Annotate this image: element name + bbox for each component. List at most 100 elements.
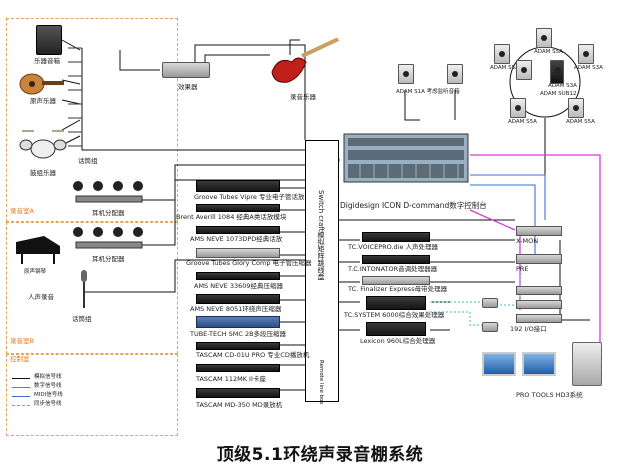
outboard-label-6: AMS NEVE 8051环绕声压缩器 (190, 305, 282, 313)
processor-unit-4 (366, 296, 426, 310)
surround-monitor-inner-left-icon (516, 60, 532, 80)
processor-unit-5 (366, 322, 426, 336)
surround-s4-label: ADAM S3A (548, 83, 577, 89)
outboard-unit-8 (196, 342, 280, 350)
surround-s5-label: ADAM S5A (508, 119, 537, 125)
outboard-unit-1 (196, 180, 280, 192)
drums-label: 鼓组乐器 (30, 169, 56, 177)
legend-midi: MIDI信号线 (34, 392, 63, 398)
io-unit-2 (516, 300, 562, 309)
pre-label: PRE (516, 265, 529, 273)
outboard-label-4: Groove Tubes Glory Comp 电子管压缩器 (186, 259, 312, 267)
processor-unit-3 (362, 276, 430, 285)
processor-label-3: TC. Finalizer Express母带处理器 (348, 285, 448, 293)
console-icon (343, 133, 469, 183)
outboard-label-9: TASCAM 112MK II卡座 (196, 375, 266, 383)
subwoofer-icon (550, 60, 564, 84)
io-label: 192 I/O接口 (510, 325, 547, 333)
mic-array-icon (68, 47, 82, 147)
zone-control-label: 控制室 (10, 355, 30, 363)
drums-icon (19, 130, 67, 159)
xmon-label: X-MON (516, 237, 539, 245)
effects-pedalboard-icon (162, 62, 210, 78)
piano-label: 原声钢琴 (24, 269, 47, 275)
amp-icon (36, 25, 62, 55)
processor-unit-1 (362, 232, 430, 242)
processor-unit-2 (362, 255, 430, 264)
outboard-label-3: AMS NEVE 1073DPD经典话放 (190, 235, 283, 243)
remote-unit-2-icon (482, 322, 498, 332)
headphone-row-1-icon (73, 181, 143, 203)
headphone-row-2-icon (73, 227, 143, 249)
surround-monitor-rear-right-icon (568, 98, 584, 118)
vocal-mic-icon (81, 270, 87, 308)
processor-label-1: TC.VOICEPRO.die 人声处理器 (348, 243, 439, 251)
legend: 模拟信号线 数字信号线 MIDI信号线 同步信号线 (12, 374, 72, 414)
surround-s1-label: ADAM S5A (534, 49, 563, 55)
surround-s6-label: ADAM S5A (566, 119, 595, 125)
mac-pro-tower-icon (572, 342, 602, 386)
surround-s2-label: ADAM S5A (490, 65, 519, 71)
outboard-label-7: TUBE-TECH SMC 2B多段压缩器 (190, 330, 287, 338)
outboard-label-5: AMS NEVE 33609经典压缩器 (194, 282, 284, 290)
outboard-unit-9 (196, 364, 280, 372)
surround-monitor-right-icon (578, 44, 594, 64)
outboard-label-10: TASCAM MD-350 MD录放机 (196, 401, 283, 409)
headphone-dist-2-label: 耳机分配器 (92, 255, 125, 263)
io-unit-1 (516, 286, 562, 295)
legend-sync: 同步信号线 (34, 401, 62, 407)
outboard-unit-6 (196, 294, 280, 304)
xmon-unit (516, 226, 562, 236)
mic-group-1-label: 话筒组 (78, 157, 98, 165)
piano-icon (16, 236, 60, 264)
io-unit-3 (516, 314, 562, 323)
near-monitor-right-icon (447, 64, 463, 84)
amp-label: 乐器音箱 (34, 57, 60, 65)
near-monitor-left-icon (398, 64, 414, 84)
surround-monitor-top-icon (536, 28, 552, 48)
outboard-unit-10 (196, 388, 280, 398)
console-label: Digidesign ICON D-command数字控制台 (340, 201, 487, 210)
outboard-unit-7 (196, 316, 280, 328)
surround-monitor-rear-left-icon (510, 98, 526, 118)
electric-guitar-icon (271, 38, 340, 83)
surround-monitor-left-icon (494, 44, 510, 64)
zone-studio-a (6, 18, 178, 222)
acoustic-label: 原声乐器 (30, 97, 56, 105)
zone-studio-a-label: 录音室A (10, 207, 34, 215)
monitor-screen-2-icon (522, 352, 556, 376)
outboard-unit-3 (196, 226, 280, 234)
patchbay-box (305, 140, 339, 402)
remote-unit-1-icon (482, 298, 498, 308)
outboard-unit-2 (196, 204, 280, 212)
outboard-label-1: Groove Tubes Vipre 专业电子管话放 (194, 193, 305, 201)
outboard-unit-4 (196, 248, 280, 258)
processor-label-4: TC.SYSTEM 6000综合效果处理器 (344, 311, 445, 319)
legend-analog: 模拟信号线 (34, 374, 62, 380)
protools-label: PRO TOOLS HD3系统 (516, 391, 583, 399)
patchbay-sub-label: Remote line box (318, 360, 324, 405)
processor-label-2: T.C.INTONATOR音调处理器器 (348, 265, 438, 273)
page-title: 顶级5.1环绕声录音棚系统 (216, 445, 424, 465)
headphone-dist-1-label: 耳机分配器 (92, 209, 125, 217)
adam-s1a-label: ADAM S1A 考虑监听音箱 (396, 89, 460, 95)
zone-studio-b-label: 录音室B (10, 337, 34, 345)
surround-center-label: ADAM SUB12 (540, 91, 577, 97)
effects-label: 效果器 (178, 83, 198, 91)
guitar-label: 录音乐器 (290, 93, 316, 101)
outboard-label-2: Brent Averill 1084 经典A类话放模块 (176, 213, 287, 221)
monitor-screen-1-icon (482, 352, 516, 376)
mic-group-2-label: 话筒组 (72, 315, 92, 323)
zone-control-room (6, 354, 178, 436)
surround-s3-label: ADAM S3A (574, 65, 603, 71)
acoustic-guitar-icon (19, 73, 64, 95)
patchbay-label: Switch craft模拟矩阵跳线盘 (317, 190, 325, 281)
outboard-label-8: TASCAM CD-01U PRO 专业CD播放机 (196, 351, 310, 359)
processor-label-5: Lexicon 960L综合处理器 (360, 337, 436, 345)
zone-studio-b (6, 222, 178, 354)
pre-unit (516, 254, 562, 264)
legend-digital: 数字信号线 (34, 383, 62, 389)
vocal-label: 人声录音 (28, 293, 54, 301)
